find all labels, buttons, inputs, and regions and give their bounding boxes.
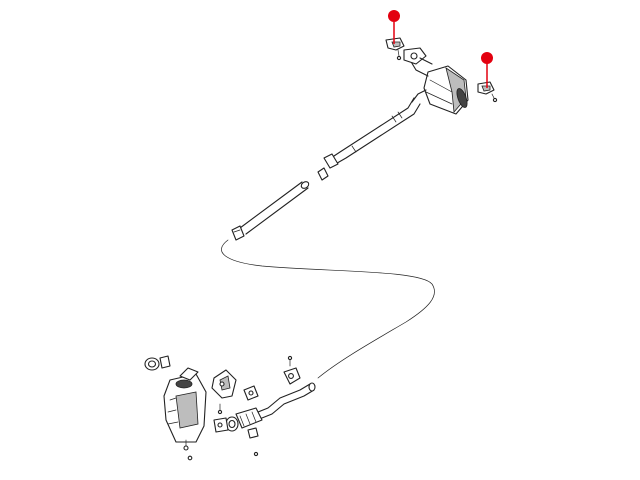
front-isolator xyxy=(283,355,301,385)
left-hanger-bracket xyxy=(385,37,405,61)
catalytic-converter xyxy=(163,367,207,461)
front-mid-pipe xyxy=(231,181,310,241)
manifold-gasket xyxy=(144,355,171,371)
upper-isolator xyxy=(403,47,433,65)
small-clamp xyxy=(243,385,259,457)
intermediate-pipe xyxy=(317,97,421,181)
leader-line xyxy=(221,239,435,379)
right-hanger-bracket xyxy=(477,81,498,103)
front-pipe xyxy=(213,382,316,433)
muffler-assembly xyxy=(409,59,469,115)
support-bracket xyxy=(211,369,237,415)
callout-pin-left xyxy=(388,10,400,44)
callout-pin-right xyxy=(481,52,493,88)
